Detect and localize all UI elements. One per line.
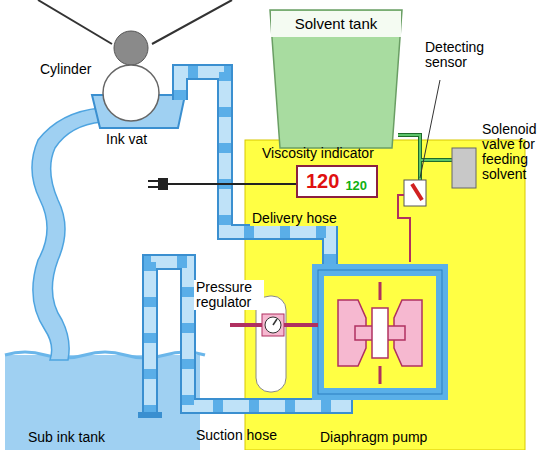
plug [158,178,168,190]
sub-ink-tank [5,355,200,450]
viscosity-value: 120 [306,170,339,193]
suction-foot [138,412,162,418]
solenoid-valve [452,148,476,188]
cylinder [103,65,159,121]
press-roller [114,31,148,65]
part-name: Detecting sensor [425,40,525,70]
part-name: Solenoid valve for feeding solvent [482,122,546,182]
signal-line [398,195,410,262]
viscosity-value: 120 [345,178,367,193]
part-name: Pressure regulator [194,280,264,310]
solvent-tank: Solvent tank [268,8,404,150]
diaphragm-pump [338,282,422,384]
ink-surface [5,352,205,358]
part-name: Suction hose [196,428,277,443]
part-name: Delivery hose [250,211,339,226]
plug-prong [148,181,158,187]
power-cord [165,183,296,185]
pump-frame [318,270,442,394]
detecting-sensor [404,180,426,206]
regulator [262,314,284,336]
part-name: Diaphragm pump [320,430,427,445]
ink-stream [32,108,102,360]
pump-frame [318,270,442,394]
viscosity-display: 120 120 [296,165,378,198]
tank-label: Solvent tank [268,8,404,33]
gauge-needle [273,319,277,325]
part-name: Viscosity indicator [262,146,374,161]
regulator-body [256,296,286,392]
sensor-flap [412,184,422,200]
leader-line [420,80,440,178]
part-name: Cylinder [40,62,91,77]
solvent-pipe [398,135,455,180]
part-name: Ink vat [106,132,147,147]
part-name: Sub ink tank [28,430,105,445]
solvent-pipe [398,135,455,180]
pressure-gauge [265,317,281,333]
